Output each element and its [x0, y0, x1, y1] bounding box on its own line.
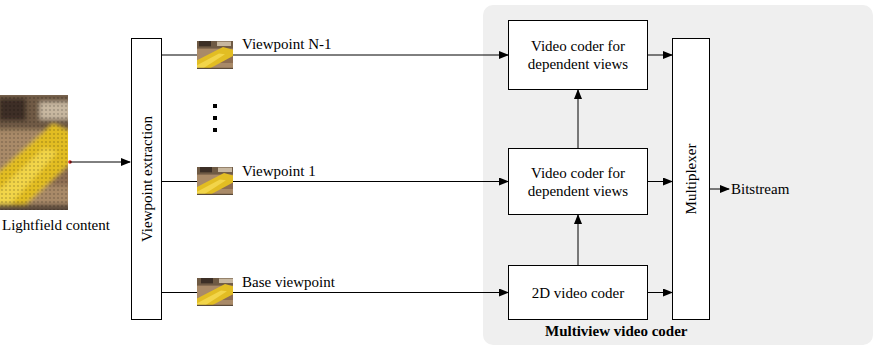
connector-arrow — [648, 292, 672, 293]
input-arrow — [70, 162, 130, 163]
ellipsis-dots — [213, 104, 217, 132]
box-label: 2D video coder — [532, 284, 624, 302]
box-label: Video coder for dependent views — [515, 164, 641, 200]
viewpoint-thumbnail — [197, 167, 233, 195]
edge-label: Viewpoint N-1 — [242, 35, 332, 53]
output-arrow — [710, 189, 729, 190]
process-box: Video coder for dependent views — [508, 148, 648, 215]
group-heading: Multiview video coder — [545, 323, 687, 340]
region-background — [483, 5, 873, 345]
connector-arrow — [578, 215, 579, 265]
lightfield-image — [0, 95, 68, 210]
edge-label: Base viewpoint — [242, 273, 335, 291]
process-box: Video coder for dependent views — [508, 20, 648, 90]
connector-arrow — [648, 181, 672, 182]
box-label: Viewpoint extraction — [138, 116, 155, 242]
vertical-box: Viewpoint extraction — [131, 38, 162, 320]
viewpoint-thumbnail — [197, 278, 233, 306]
input-label: Lightfield content — [2, 216, 110, 234]
output-label: Bitstream — [731, 180, 789, 198]
viewpoint-thumbnail — [197, 41, 233, 69]
group-region: Multiview video coder Video coder for dep… — [483, 5, 873, 345]
box-label: Multiplexer — [683, 144, 700, 215]
connector-arrow — [578, 90, 579, 148]
process-box: 2D video coder — [508, 265, 648, 320]
edge-label: Viewpoint 1 — [242, 162, 316, 180]
box-label: Video coder for dependent views — [515, 37, 641, 73]
connector-arrow — [648, 55, 672, 56]
vertical-box: Multiplexer — [672, 38, 710, 320]
